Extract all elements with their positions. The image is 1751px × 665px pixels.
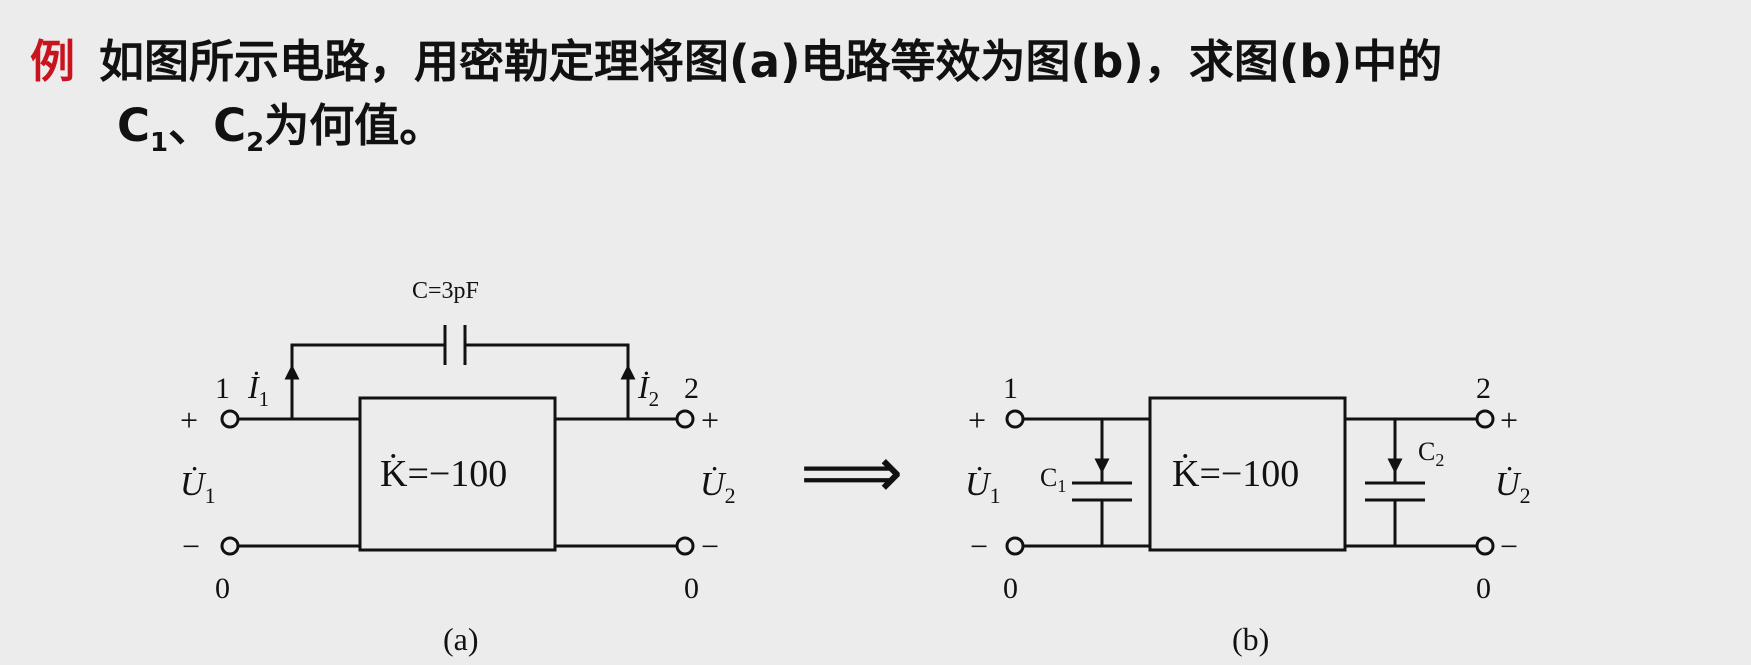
b-gain-label: K̇=−100 bbox=[1172, 453, 1299, 495]
a-terminal-2-minus bbox=[675, 536, 695, 556]
b-plus-right: + bbox=[1500, 402, 1518, 438]
a-port1-bottom-label: 0 bbox=[215, 572, 230, 605]
b-c2-label: C2 bbox=[1418, 437, 1444, 470]
a-u1-label: U̇1 bbox=[180, 466, 216, 508]
a-plus-right: + bbox=[701, 402, 719, 438]
a-feedback-right-wire bbox=[465, 343, 630, 419]
a-capacitor-label: C=3pF bbox=[412, 278, 479, 304]
b-port2-top-label: 2 bbox=[1476, 372, 1491, 405]
problem-text-1: 如图所示电路，用密勒定理将图(a)电路等效为图(b)，求图(b)中的 bbox=[99, 35, 1443, 88]
b-port2-bottom-label: 0 bbox=[1476, 572, 1491, 605]
b-minus-right: − bbox=[1500, 528, 1518, 564]
a-i2-label: İ2 bbox=[637, 369, 659, 411]
b-plus-left: + bbox=[968, 402, 986, 438]
b-c1-label: C1 bbox=[1040, 463, 1066, 496]
c1-symbol: C bbox=[117, 99, 151, 152]
b-caption: (b) bbox=[1232, 621, 1269, 657]
problem-line-1: 例如图所示电路，用密勒定理将图(a)电路等效为图(b)，求图(b)中的 bbox=[30, 30, 1730, 94]
a-port2-bottom-label: 0 bbox=[684, 572, 699, 605]
b-terminal-1-minus bbox=[1005, 536, 1025, 556]
a-i1-label: İ1 bbox=[247, 369, 269, 411]
b-terminal-2-minus bbox=[1475, 536, 1495, 556]
b-port1-top-label: 1 bbox=[1003, 372, 1018, 405]
a-port1-top-label: 1 bbox=[215, 372, 230, 405]
b-u2-label: U̇2 bbox=[1495, 466, 1531, 508]
a-terminal-1-plus bbox=[220, 409, 240, 429]
problem-line-2: C1、C2为何值。 bbox=[30, 94, 1730, 158]
problem-statement: 例如图所示电路，用密勒定理将图(a)电路等效为图(b)，求图(b)中的 C1、C… bbox=[30, 30, 1730, 158]
circuit-a: C=3pF K̇=−100 1 0 2 0 + − + − U̇1 U̇2 İ1… bbox=[180, 278, 736, 657]
a-terminal-1-minus bbox=[220, 536, 240, 556]
b-terminal-1-plus bbox=[1005, 409, 1025, 429]
a-u2-label: U̇2 bbox=[700, 466, 736, 508]
a-minus-left: − bbox=[182, 528, 200, 564]
b-terminal-2-plus bbox=[1475, 409, 1495, 429]
a-amplifier-box bbox=[358, 396, 557, 552]
problem-tail: 为何值。 bbox=[264, 99, 445, 152]
example-tag: 例 bbox=[30, 35, 76, 88]
b-minus-left: − bbox=[970, 528, 988, 564]
a-plus-left: + bbox=[180, 402, 198, 438]
separator: 、 bbox=[168, 99, 214, 152]
c2-subscript: 2 bbox=[246, 128, 265, 158]
circuit-b: K̇=−100 C1 C2 1 0 2 0 + − + − U̇1 U̇2 (b… bbox=[965, 372, 1531, 657]
a-terminal-2-plus bbox=[675, 409, 695, 429]
a-gain-label: K̇=−100 bbox=[380, 453, 507, 495]
b-u1-label: U̇1 bbox=[965, 466, 1001, 508]
a-feedback-left-wire bbox=[290, 343, 445, 419]
c2-symbol: C bbox=[213, 99, 247, 152]
b-port1-bottom-label: 0 bbox=[1003, 572, 1018, 605]
b-amplifier-box bbox=[1148, 396, 1347, 552]
a-port2-top-label: 2 bbox=[684, 372, 699, 405]
equivalence-arrow: ⟹ bbox=[800, 433, 903, 513]
a-caption: (a) bbox=[443, 621, 479, 657]
c1-subscript: 1 bbox=[150, 128, 169, 158]
a-minus-right: − bbox=[701, 528, 719, 564]
